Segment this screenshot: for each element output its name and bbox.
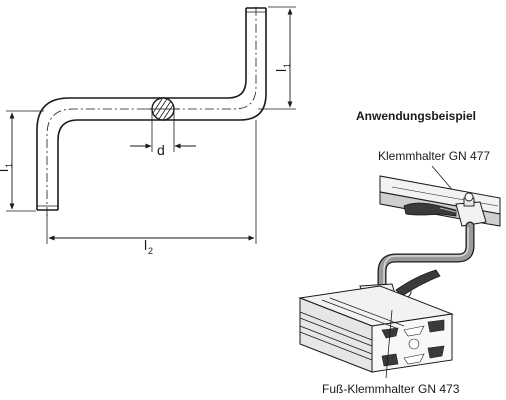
svg-text:2: 2 bbox=[148, 246, 153, 256]
svg-text:1: 1 bbox=[282, 63, 292, 68]
dimension-l1-left-label: l 1 bbox=[0, 163, 14, 172]
dimension-l2-label: l 2 bbox=[144, 237, 153, 256]
lower-lever bbox=[395, 269, 441, 297]
clamp-bottom-label: Fuß-Klemmhalter GN 473 bbox=[322, 382, 460, 396]
clamp-bottom-leader bbox=[385, 309, 393, 379]
clamp-top-label: Klemmhalter GN 477 bbox=[378, 149, 490, 163]
application-illustration bbox=[298, 175, 501, 373]
svg-text:l: l bbox=[144, 237, 147, 253]
svg-text:1: 1 bbox=[4, 163, 14, 168]
dimension-d-label: d bbox=[157, 142, 165, 158]
dimension-l1-top-label: l 1 bbox=[273, 63, 292, 72]
crank-rod-outer bbox=[36, 8, 247, 210]
profile-cross-section bbox=[381, 319, 445, 367]
upper-lever bbox=[403, 202, 457, 217]
svg-text:l: l bbox=[273, 69, 289, 72]
application-title: Anwendungsbeispiel bbox=[356, 109, 476, 123]
section-hatching bbox=[152, 98, 174, 121]
svg-text:l: l bbox=[0, 169, 11, 172]
rod-centerline bbox=[46, 4, 257, 216]
crank-rod-inner bbox=[57, 8, 267, 210]
crank-rod-drawing: d l 1 l 1 l 2 bbox=[0, 4, 296, 256]
